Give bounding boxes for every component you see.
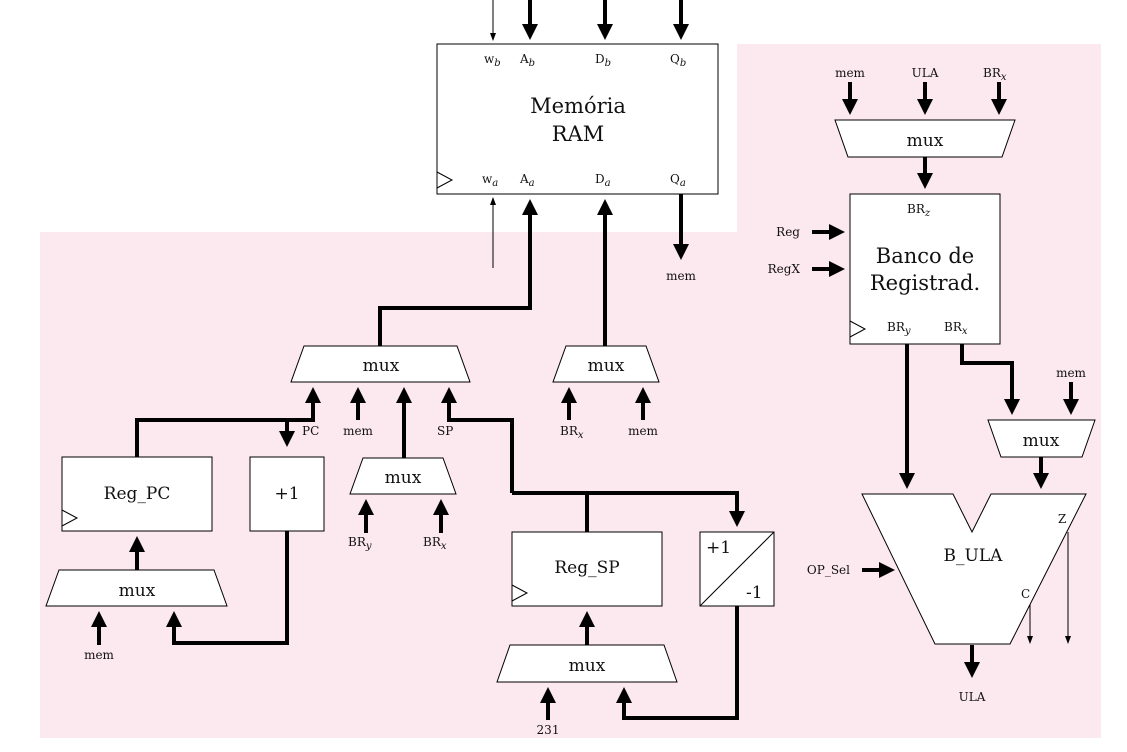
ram-port-wb: wb	[484, 52, 501, 69]
svg-text:+1: +1	[706, 538, 731, 558]
ram-port-qa: Qa	[670, 172, 686, 189]
ram-port-da: Da	[595, 172, 611, 189]
small-mux-in-bry: BRy	[348, 535, 372, 552]
svg-text:B_ULA: B_ULA	[944, 546, 1004, 566]
ula-unit: B_ULA Z C	[861, 493, 1087, 645]
sp-wires	[512, 491, 745, 720]
small-mux: mux	[349, 457, 457, 495]
small-mux-in-brx: BRx	[423, 535, 447, 552]
regbank-side-inputs	[812, 224, 845, 277]
ula-out-label: ULA	[959, 690, 986, 704]
svg-text:mux: mux	[119, 581, 156, 601]
clock-icon	[849, 320, 867, 338]
svg-text:Reg_PC: Reg_PC	[104, 484, 171, 504]
register-bank: Banco de Registrad. BRz BRy BRx	[849, 193, 1001, 345]
pc-mux-in-mem: mem	[84, 648, 114, 662]
ula-flag-c: C	[1021, 587, 1030, 601]
svg-text:Reg_SP: Reg_SP	[554, 558, 619, 578]
sp-inc-dec: +1 -1	[699, 531, 775, 607]
ram-port-ab: Ab	[519, 52, 535, 69]
svg-text:-1: -1	[746, 583, 763, 603]
clock-icon	[511, 584, 529, 602]
pc-mux: mux	[45, 569, 228, 607]
addr-mux-in-sp: SP	[437, 424, 453, 438]
ram-port-qb: Qb	[670, 52, 686, 69]
regbank-in-regx: RegX	[768, 262, 801, 276]
small-mux-inputs	[358, 499, 449, 533]
regbank-mux-inputs	[842, 82, 1007, 189]
pc-increment: +1	[249, 456, 325, 532]
ula-mux-in-mem: mem	[1056, 366, 1086, 380]
ula-flag-z: Z	[1058, 512, 1066, 526]
memory-ram: Memória RAM wb Ab Db Qb wa Aa Da Qa	[436, 43, 719, 195]
ram-port-wa: wa	[482, 172, 498, 189]
ram-top-inputs	[490, 0, 689, 41]
clock-icon	[436, 171, 454, 189]
ula-op-sel: OP_Sel	[807, 563, 850, 577]
regbank-mux-in-mem: mem	[835, 66, 865, 80]
pc-mux-wires	[91, 531, 289, 645]
ram-title-line2: RAM	[552, 122, 604, 146]
regbank-brz: BRz	[907, 202, 931, 219]
reg-pc: Reg_PC	[61, 456, 213, 532]
regbank-brx: BRx	[944, 320, 968, 337]
svg-text:Banco de: Banco de	[876, 244, 974, 268]
addr-mux-in-pc: PC	[302, 424, 319, 438]
svg-text:mux: mux	[1023, 431, 1060, 451]
data-mux: mux	[552, 345, 660, 383]
data-mux-in-brx: BRx	[560, 424, 584, 441]
regbank-mux-in-brx: BRx	[983, 66, 1007, 83]
addr-mux-in-mem: mem	[343, 424, 373, 438]
address-mux: mux	[290, 345, 471, 383]
regbank-bry: BRy	[887, 320, 911, 337]
regbank-input-mux: mux	[834, 119, 1016, 158]
sp-mux-in-const: 231	[537, 723, 560, 737]
address-mux-inputs	[135, 387, 514, 493]
clock-icon	[61, 509, 79, 527]
svg-text:mux: mux	[385, 468, 422, 488]
svg-text:mux: mux	[363, 356, 400, 376]
regbank-in-reg: Reg	[776, 225, 800, 239]
svg-text:mux: mux	[569, 656, 606, 676]
reg-sp: Reg_SP	[511, 531, 663, 607]
ula-wires	[862, 344, 1079, 678]
regbank-mux-in-ula: ULA	[912, 66, 939, 80]
svg-text:mux: mux	[907, 131, 944, 151]
ram-title-line1: Memória	[530, 94, 626, 118]
svg-text:mux: mux	[588, 356, 625, 376]
svg-text:+1: +1	[274, 484, 299, 504]
ram-port-aa: Aa	[519, 172, 535, 189]
sp-mux: mux	[496, 644, 678, 683]
data-mux-inputs	[561, 387, 651, 420]
ram-port-db: Db	[595, 52, 611, 69]
ram-bottom-wires	[378, 194, 689, 346]
svg-text:Registrad.: Registrad.	[870, 271, 980, 295]
ula-input-mux: mux	[987, 419, 1096, 458]
data-mux-in-mem: mem	[628, 424, 658, 438]
ram-out-label: mem	[666, 269, 696, 283]
